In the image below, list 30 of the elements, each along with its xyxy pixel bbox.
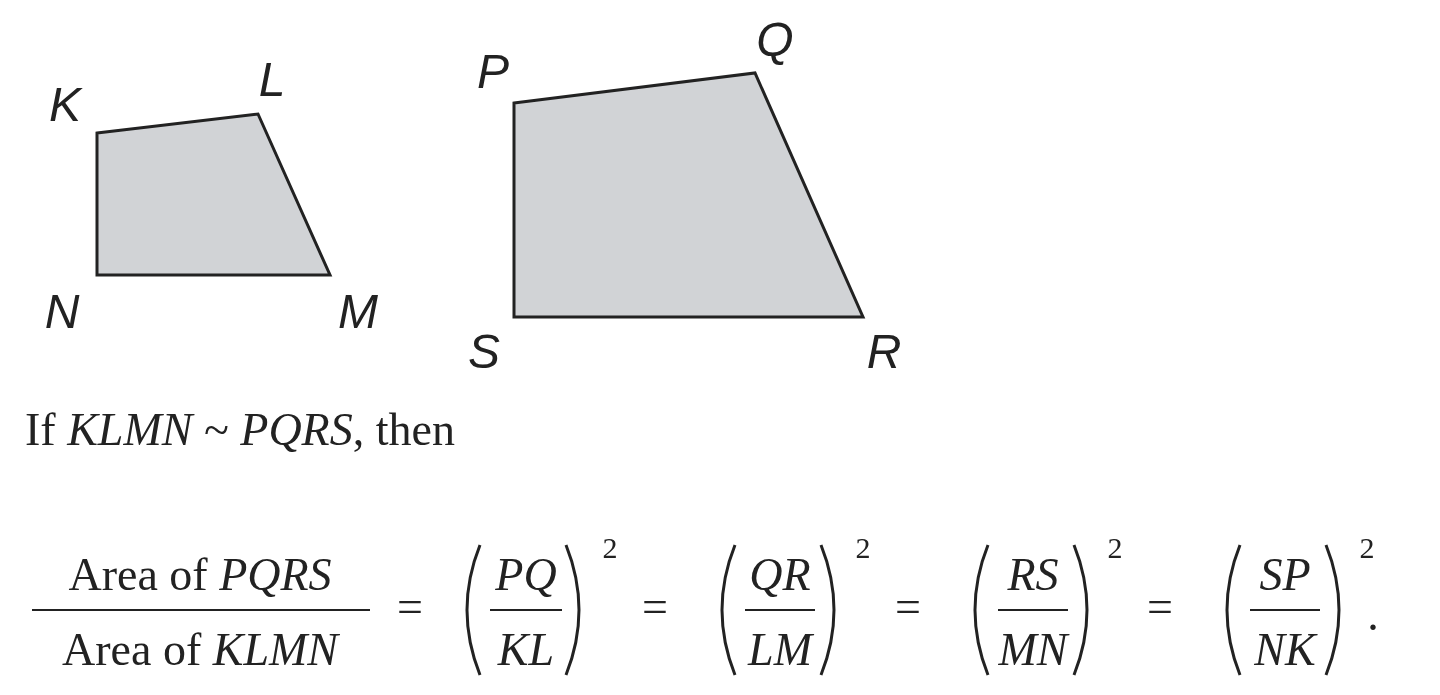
equals-sign: =	[642, 584, 668, 630]
numerator-text: QR	[749, 552, 811, 598]
denominator-text: LM	[748, 627, 812, 673]
vertex-label: P	[477, 48, 509, 96]
vertex-label: L	[258, 56, 286, 104]
equals-sign: =	[895, 584, 921, 630]
denominator-text: KL	[497, 627, 555, 673]
numerator-text: PQ	[495, 552, 557, 598]
denominator-text: MN	[998, 627, 1068, 673]
vertex-label: S	[468, 328, 500, 376]
quadrilateral-shape	[95, 112, 333, 277]
period-mark: .	[1367, 592, 1379, 638]
denominator-text: Area of KLMN	[62, 627, 338, 673]
equals-sign: =	[1147, 584, 1173, 630]
quadrilateral-shape	[512, 71, 866, 319]
numerator-text: Area of PQRS	[68, 552, 332, 598]
exponent: 2	[1359, 533, 1375, 563]
exponent: 2	[602, 533, 618, 563]
vertex-label: N	[44, 288, 80, 336]
statement-text: If KLMN ~ PQRS, then	[25, 407, 455, 453]
vertex-label: Q	[756, 16, 794, 64]
vertex-label: K	[49, 81, 81, 129]
vertex-label: R	[866, 328, 902, 376]
exponent: 2	[855, 533, 871, 563]
exponent: 2	[1107, 533, 1123, 563]
denominator-text: NK	[1254, 627, 1316, 673]
numerator-text: SP	[1259, 552, 1311, 598]
vertex-label: M	[338, 288, 378, 336]
numerator-text: RS	[1007, 552, 1059, 598]
equals-sign: =	[397, 584, 423, 630]
